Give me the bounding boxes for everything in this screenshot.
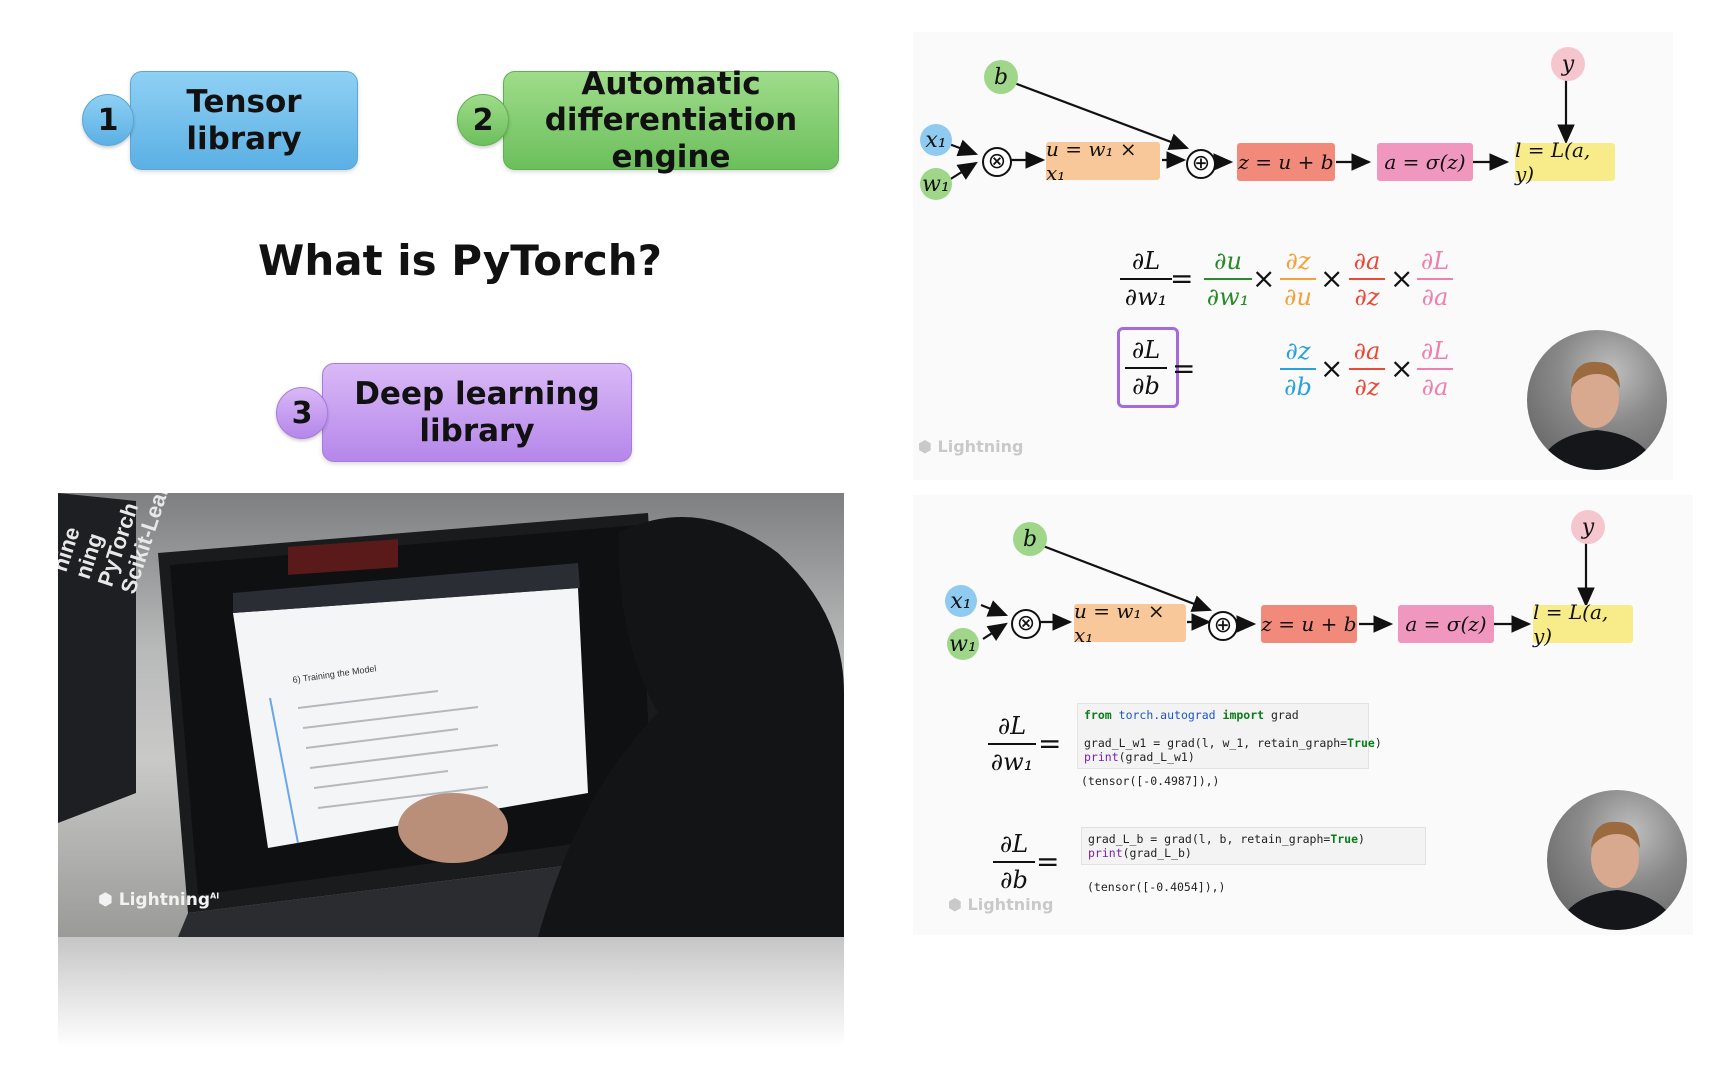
- feature-number-badge: 2: [457, 94, 509, 146]
- lightning-logo-icon: ⬢: [948, 895, 962, 914]
- node-y: y: [1551, 47, 1585, 81]
- highlight-box: [1117, 327, 1179, 408]
- frac-du-dw1: ∂u∂w₁: [1204, 245, 1252, 313]
- feature-label: Tensor library: [186, 83, 302, 157]
- video-watermark: ⬢ LightningAI: [98, 890, 220, 910]
- box-z: z = u + b: [1261, 605, 1357, 643]
- feature-label-line2: differentiation engine: [544, 102, 798, 175]
- feature-box-deep-learning: Deep learning library: [322, 363, 632, 462]
- times-sign: ×: [1390, 352, 1414, 385]
- feature-number-badge: 1: [82, 94, 134, 146]
- node-b: b: [984, 60, 1018, 94]
- multiply-op-icon: ⊗: [1011, 609, 1041, 639]
- graph-arrows-top: [948, 76, 1575, 181]
- node-y: y: [1571, 510, 1605, 544]
- node-w1: w₁: [947, 628, 979, 660]
- lightning-logo-icon: ⬢: [918, 437, 932, 456]
- box-l: l = L(a, y): [1515, 138, 1615, 186]
- times-sign: ×: [1390, 262, 1414, 295]
- equals-sign: =: [1038, 727, 1062, 760]
- frac-da-dz: ∂a∂z: [1349, 335, 1385, 403]
- page-title: What is PyTorch?: [258, 236, 663, 285]
- code-cell-grad-w1: from torch.autograd import grad grad_L_w…: [1077, 703, 1382, 769]
- feature-box-autodiff: Automatic differentiation engine: [503, 66, 839, 175]
- feature-label-line2: library: [419, 412, 535, 449]
- equals-sign: =: [1036, 845, 1060, 878]
- presenter-figure: [1557, 821, 1677, 930]
- frac-dz-db: ∂z∂b: [1280, 335, 1316, 403]
- frac-dL-db: ∂L∂b: [1125, 334, 1167, 402]
- box-a: a = σ(z): [1377, 143, 1473, 181]
- presenter-avatar: [1527, 330, 1667, 470]
- node-b: b: [1013, 522, 1047, 556]
- feature-number-badge: 3: [276, 387, 328, 439]
- equals-sign: =: [1170, 262, 1194, 295]
- node-w1: w₁: [920, 168, 952, 200]
- feature-label-line1: Deep learning: [354, 375, 600, 412]
- video-scene: hine ning PyTorch Scikit-Learn 6) Traini…: [58, 493, 844, 937]
- add-op-icon: ⊕: [1208, 611, 1238, 641]
- frac-dL-dw1: ∂L∂w₁: [1120, 245, 1172, 313]
- times-sign: ×: [1252, 262, 1276, 295]
- frac-dL-db: ∂L∂b: [993, 828, 1035, 896]
- equals-sign: =: [1172, 352, 1196, 385]
- times-sign: ×: [1320, 262, 1344, 295]
- frac-dL-da: ∂L∂a: [1417, 335, 1453, 403]
- lightning-watermark: ⬢ Lightning: [918, 437, 1024, 456]
- box-z: z = u + b: [1237, 143, 1335, 181]
- feature-label-line1: Automatic: [581, 65, 761, 102]
- graph-arrows-bottom: [980, 539, 1595, 641]
- times-sign: ×: [1320, 352, 1344, 385]
- feature-box-tensor-library: Tensor library: [130, 71, 358, 170]
- code-output-grad-b: (tensor([-0.4054]),): [1087, 880, 1226, 894]
- code-cell-grad-b: grad_L_b = grad(l, b, retain_graph=True)…: [1081, 827, 1426, 865]
- presenter-figure: [1537, 361, 1657, 470]
- lightning-logo-icon: ⬢: [98, 890, 113, 910]
- box-a: a = σ(z): [1398, 605, 1494, 643]
- presenter-avatar: [1547, 790, 1687, 930]
- code-output-grad-w1: (tensor([-0.4987]),): [1081, 774, 1220, 788]
- frac-dL-dw1: ∂L∂w₁: [988, 710, 1036, 778]
- box-u: u = w₁ × x₁: [1046, 137, 1160, 185]
- node-x1: x₁: [920, 124, 952, 156]
- box-l: l = L(a, y): [1533, 600, 1633, 648]
- multiply-op-icon: ⊗: [982, 147, 1012, 177]
- add-op-icon: ⊕: [1186, 149, 1216, 179]
- frac-dz-du: ∂z∂u: [1280, 245, 1316, 313]
- box-u: u = w₁ × x₁: [1074, 599, 1186, 647]
- video-reflection: [58, 937, 844, 1047]
- frac-da-dz: ∂a∂z: [1349, 245, 1385, 313]
- lightning-watermark: ⬢ Lightning: [948, 895, 1054, 914]
- node-x1: x₁: [945, 585, 977, 617]
- frac-dL-da: ∂L∂a: [1417, 245, 1453, 313]
- video-frame: hine ning PyTorch Scikit-Learn 6) Traini…: [58, 493, 844, 937]
